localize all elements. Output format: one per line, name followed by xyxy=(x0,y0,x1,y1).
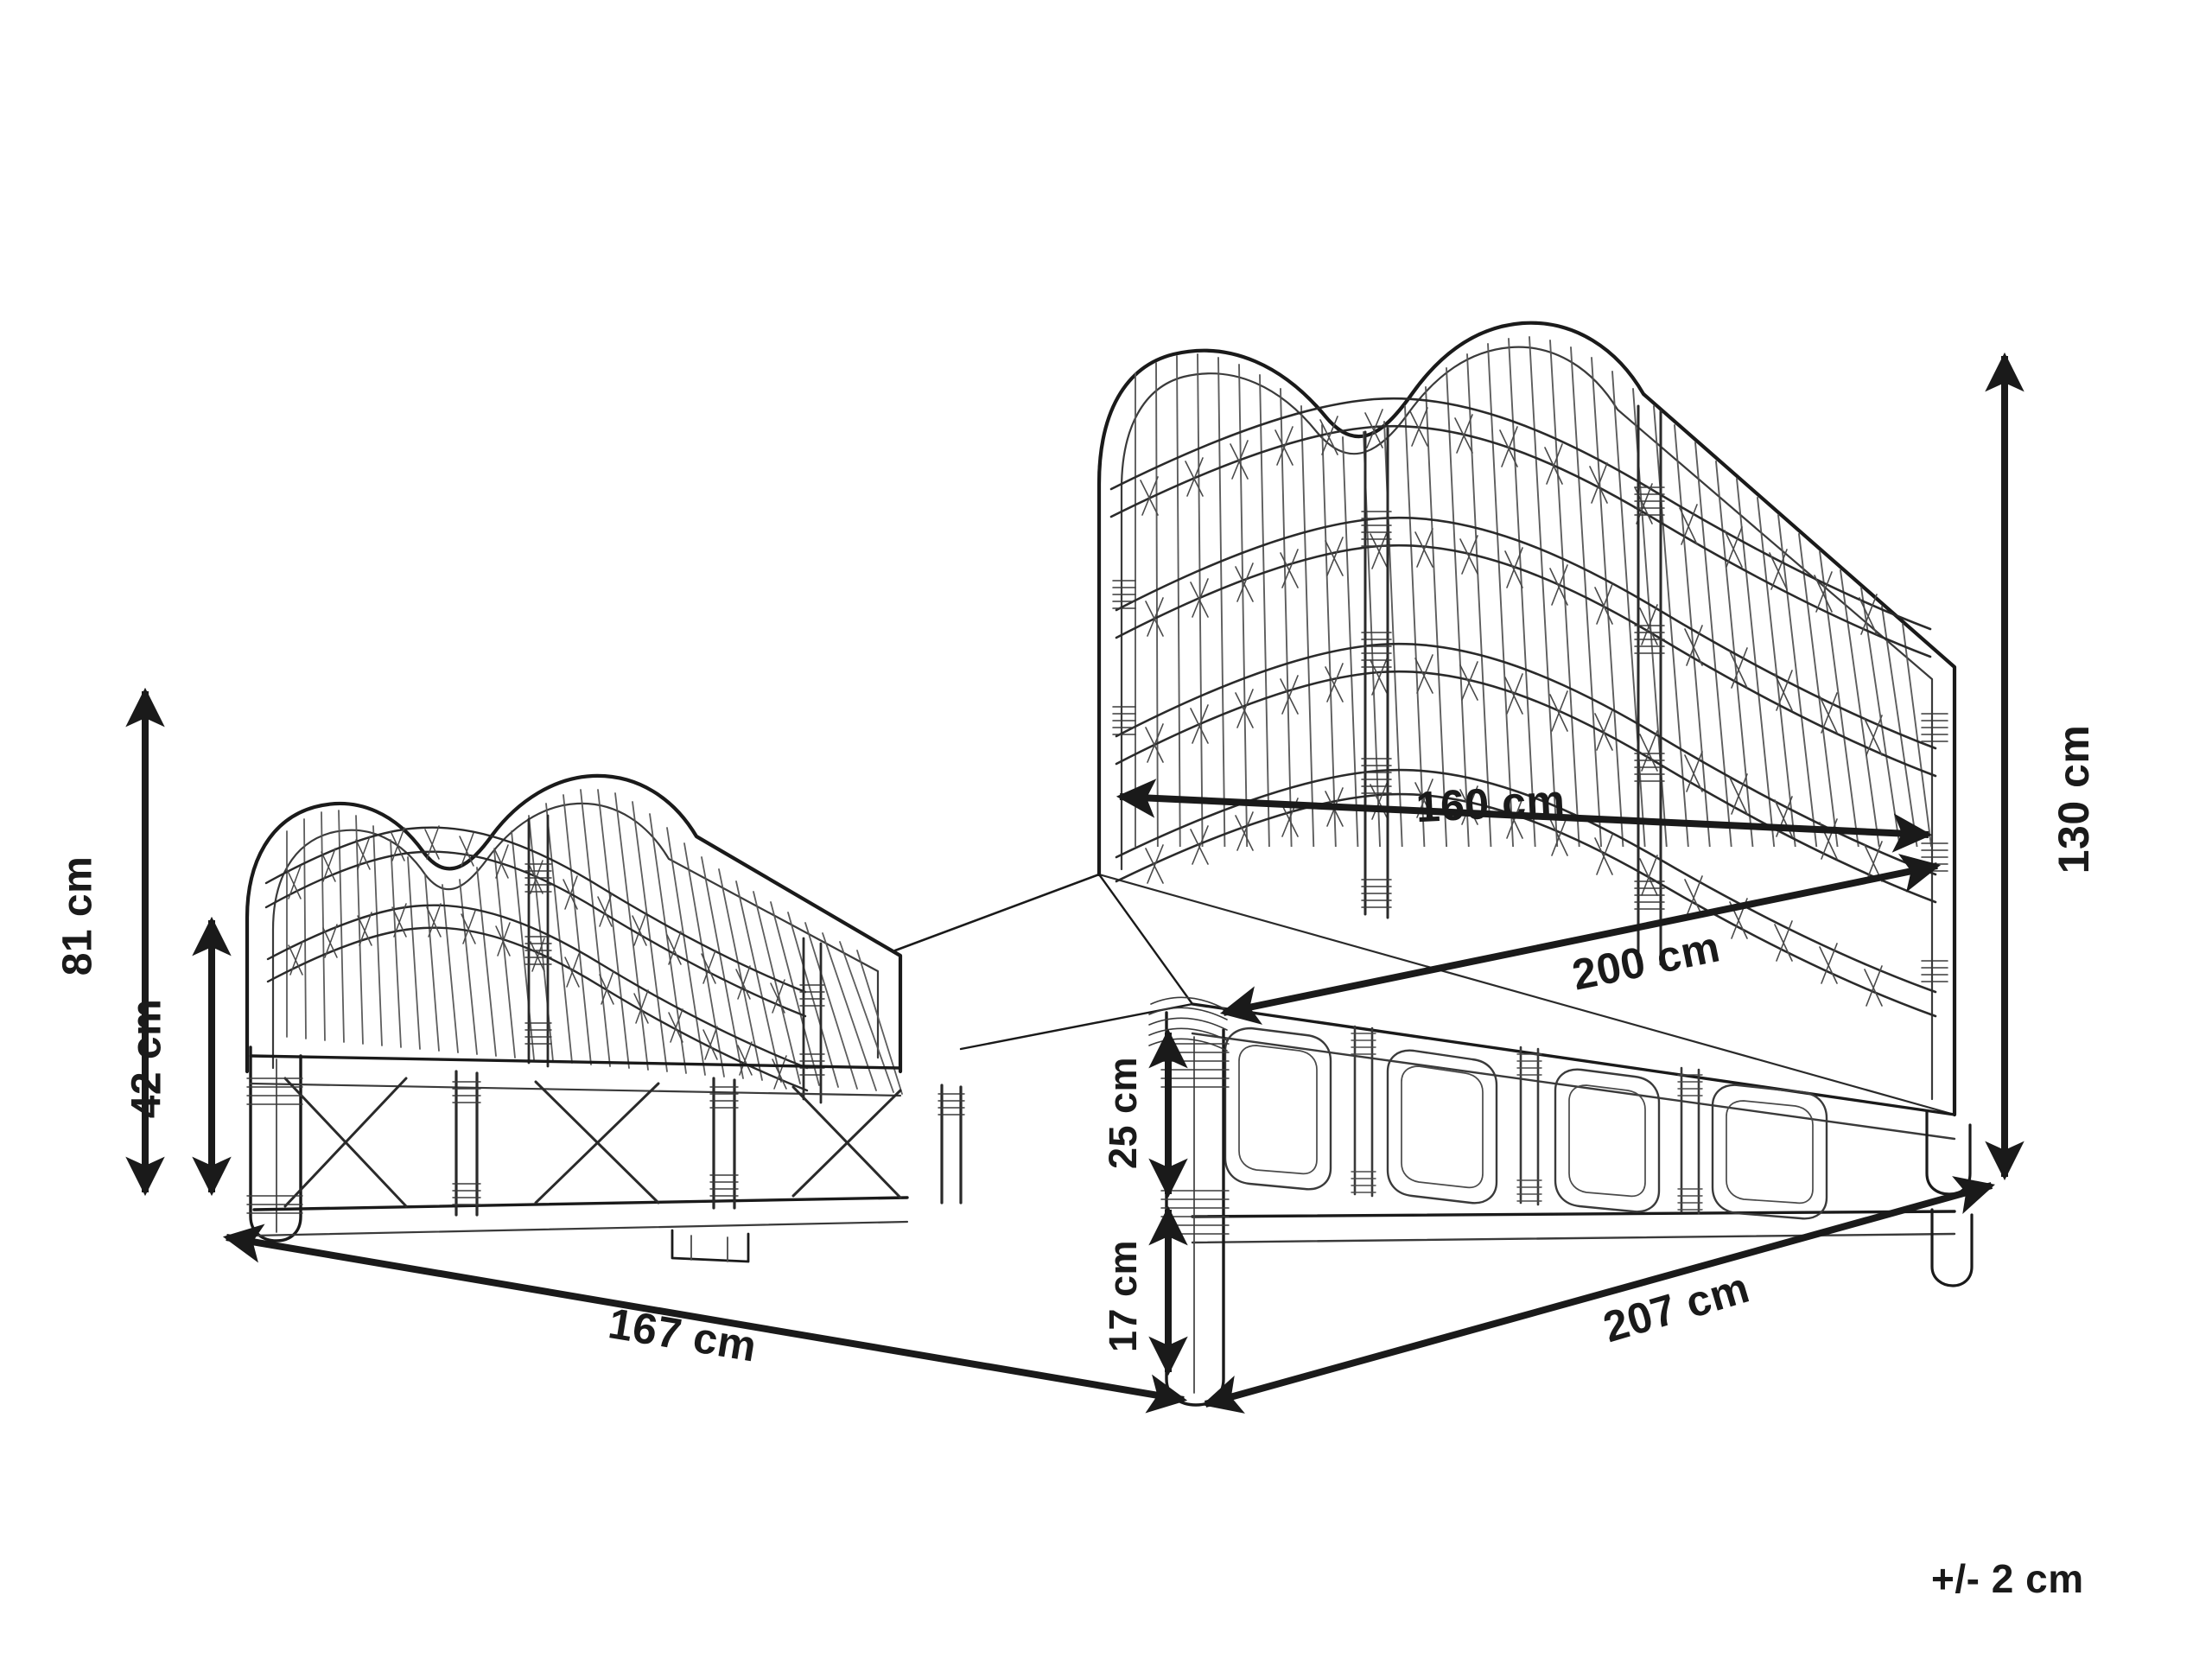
dim-line-200cm xyxy=(1219,854,1942,1025)
dimension-label-17cm: 17 cm xyxy=(1101,1239,1145,1353)
dimension-label-160cm: 160 cm xyxy=(1414,775,1567,832)
corner-joint-wrap xyxy=(1148,996,1228,1052)
dim-line-207cm xyxy=(1202,1176,1995,1414)
dim-line-167cm xyxy=(222,1224,1188,1414)
tolerance-note: +/- 2 cm xyxy=(1931,1556,2084,1601)
dimension-label-130cm: 130 cm xyxy=(2050,724,2098,874)
dim-line-160cm xyxy=(1116,779,1933,853)
footboard xyxy=(245,773,965,1263)
dimension-label-81cm: 81 cm xyxy=(54,855,101,976)
dimension-label-25cm: 25 cm xyxy=(1101,1056,1145,1170)
dimension-label-42cm: 42 cm xyxy=(124,998,170,1119)
